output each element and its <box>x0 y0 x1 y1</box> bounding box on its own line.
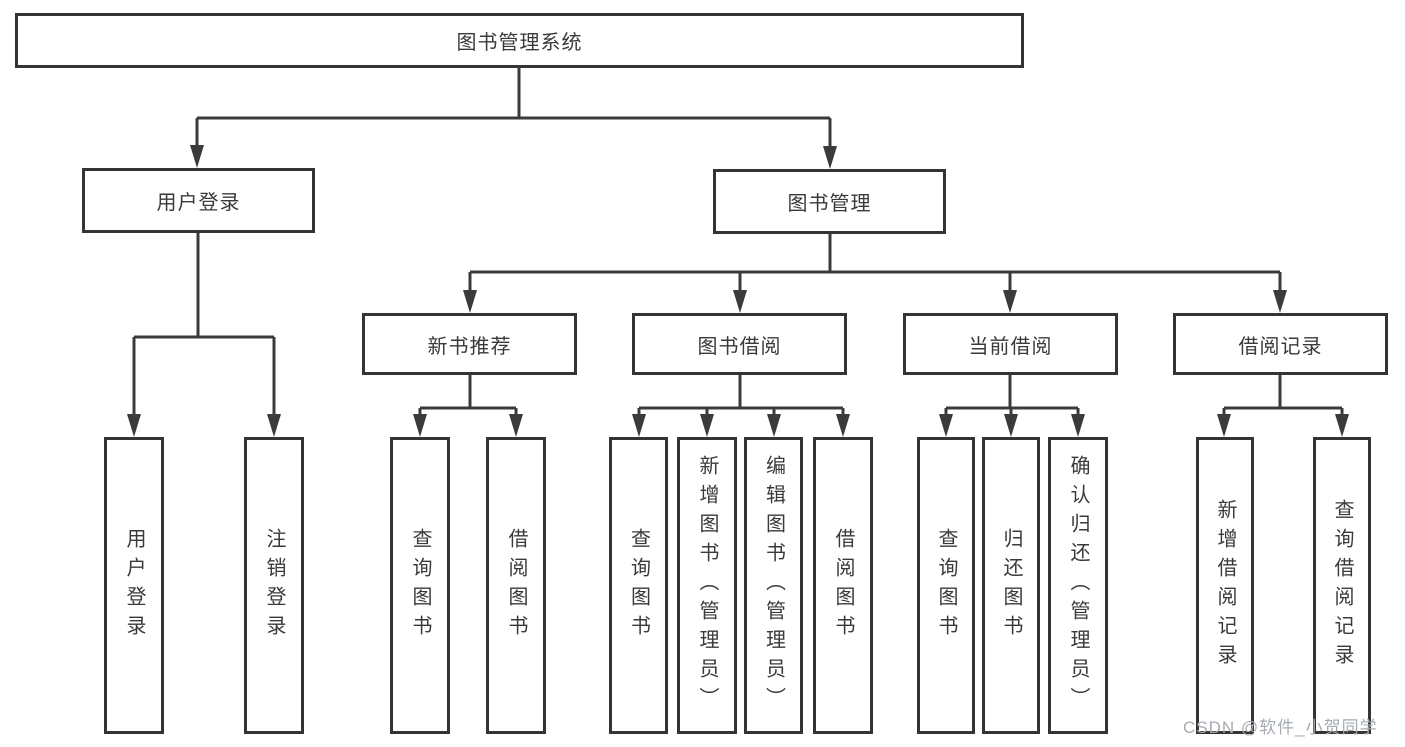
leaf-label: 借阅图书 <box>505 527 527 644</box>
node-label: 图书管理系统 <box>456 32 583 54</box>
node-label: 新书推荐 <box>427 335 512 358</box>
leaf-add-book-admin: 新增图书（管理员） <box>677 437 737 734</box>
leaf-label: 新增图书（管理员） <box>696 455 718 716</box>
node-new-book-recommend: 新书推荐 <box>362 313 577 375</box>
node-label: 图书管理 <box>787 193 872 215</box>
leaf-label: 查询借阅记录 <box>1331 498 1353 673</box>
leaf-query-book-recommend: 查询图书 <box>390 437 450 734</box>
leaf-logout: 注销登录 <box>244 437 304 734</box>
node-label: 用户登录 <box>156 192 241 214</box>
node-library-management-system: 图书管理系统 <box>15 13 1024 68</box>
leaf-label: 确认归还（管理员） <box>1067 455 1089 716</box>
leaf-query-borrow-record: 查询借阅记录 <box>1313 437 1371 734</box>
node-book-borrow: 图书借阅 <box>632 313 847 375</box>
leaf-label: 新增借阅记录 <box>1214 498 1236 673</box>
leaf-label: 借阅图书 <box>832 527 854 644</box>
node-label: 当前借阅 <box>968 335 1053 358</box>
node-book-management: 图书管理 <box>713 169 946 234</box>
leaf-label: 查询图书 <box>409 527 431 644</box>
leaf-label: 查询图书 <box>627 527 650 644</box>
leaf-add-borrow-record: 新增借阅记录 <box>1196 437 1254 734</box>
leaf-borrow-book-recommend: 借阅图书 <box>486 437 546 734</box>
leaf-query-book-current: 查询图书 <box>917 437 975 734</box>
node-borrow-record: 借阅记录 <box>1173 313 1388 375</box>
leaf-label: 注销登录 <box>263 527 285 644</box>
leaf-query-book-borrow: 查询图书 <box>609 437 668 734</box>
leaf-borrow-book: 借阅图书 <box>813 437 873 734</box>
leaf-user-login: 用户登录 <box>104 437 164 734</box>
leaf-label: 编辑图书（管理员） <box>762 455 785 716</box>
leaf-label: 归还图书 <box>1000 527 1022 644</box>
node-label: 图书借阅 <box>697 335 782 358</box>
leaf-confirm-return-admin: 确认归还（管理员） <box>1048 437 1108 734</box>
leaf-label: 查询图书 <box>935 527 957 644</box>
leaf-label: 用户登录 <box>123 527 145 644</box>
node-user-login: 用户登录 <box>82 168 315 233</box>
leaf-return-book: 归还图书 <box>982 437 1040 734</box>
node-label: 借阅记录 <box>1238 335 1323 358</box>
node-current-borrow: 当前借阅 <box>903 313 1118 375</box>
leaf-edit-book-admin: 编辑图书（管理员） <box>744 437 803 734</box>
